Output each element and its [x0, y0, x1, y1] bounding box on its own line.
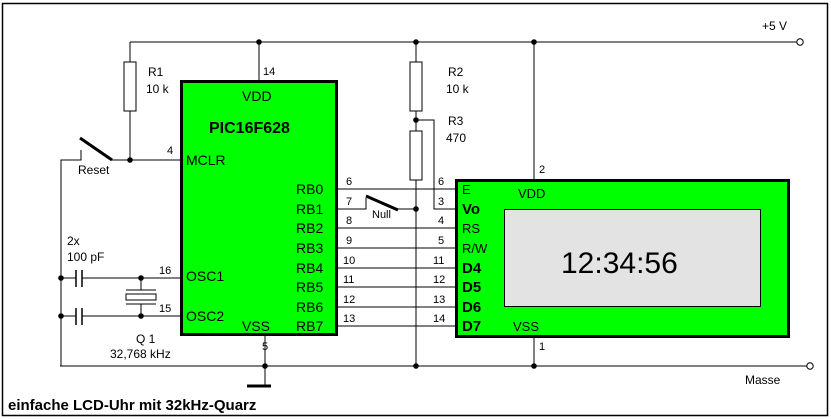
- mcu-vss-pin-number: 5: [262, 341, 268, 353]
- lcd-pin-label-d5: D5: [462, 279, 481, 296]
- lcd-pin-number: 6: [438, 176, 444, 188]
- mcu-pin-number: 7: [346, 196, 352, 208]
- diagram-title: einfache LCD-Uhr mit 32kHz-Quarz: [8, 397, 256, 414]
- r3-value: 470: [446, 131, 466, 145]
- lcd-pin-label-e: E: [462, 182, 471, 197]
- mclr-label: MCLR: [186, 152, 226, 168]
- lcd-pin-number: 5: [438, 235, 444, 247]
- mcu-pin-label-rb6: RB6: [296, 299, 323, 315]
- lcd-pin-number: 14: [433, 313, 445, 325]
- r1-name: R1: [148, 65, 164, 79]
- q1-value: 32,768 kHz: [110, 347, 171, 361]
- mcu-chip: [180, 80, 338, 336]
- null-switch[interactable]: [365, 194, 399, 212]
- osc1-label: OSC1: [186, 268, 224, 284]
- junction: [413, 363, 419, 369]
- lcd-pin-number: 11: [433, 255, 444, 267]
- lcd-pin-label-d7: D7: [462, 318, 481, 335]
- reset-label: Reset: [78, 163, 110, 177]
- gnd-label: Masse: [745, 373, 781, 387]
- mcu-pin-label-rb3: RB3: [296, 240, 323, 256]
- r2-name: R2: [448, 65, 464, 79]
- junction: [413, 206, 419, 212]
- lcd-pin-label-vo: Vo: [462, 201, 480, 218]
- lcd-pin-number: 4: [438, 215, 444, 227]
- lcd-pin-label-d4: D4: [462, 260, 482, 277]
- mcu-name: PIC16F628: [209, 120, 290, 137]
- junction: [58, 313, 64, 319]
- junction: [262, 363, 268, 369]
- gnd-terminal[interactable]: [806, 362, 814, 370]
- osc1-pin-number: 16: [159, 265, 171, 277]
- lcd-clock-display: 12:34:56: [561, 247, 678, 280]
- vcc-terminal[interactable]: [796, 38, 804, 46]
- q1-name: Q 1: [136, 332, 156, 346]
- mcu-pin-number: 13: [343, 313, 355, 325]
- mcu-pin-number: 9: [346, 235, 352, 247]
- reset-switch[interactable]: [79, 136, 113, 162]
- r1-value: 10 k: [146, 82, 170, 96]
- lcd-vdd-pin-number: 2: [539, 164, 545, 176]
- r2-value: 10 k: [446, 82, 470, 96]
- junction: [127, 157, 133, 163]
- crystal-q1: [125, 293, 157, 301]
- r1-resistor: [123, 61, 137, 112]
- mclr-pin-number: 4: [167, 145, 173, 157]
- caps-count: 2x: [67, 234, 80, 248]
- mcu-vdd-pin-number: 14: [263, 66, 275, 78]
- lcd-screen: [504, 209, 761, 307]
- lcd-pin-label-d6: D6: [462, 299, 481, 316]
- mcu-vss-label: VSS: [242, 318, 270, 334]
- osc2-label: OSC2: [186, 308, 224, 324]
- mcu-pin-label-rb1: RB1: [296, 201, 323, 217]
- mcu-pin-label-rb4: RB4: [296, 260, 323, 276]
- mcu-pin-number: 11: [343, 274, 354, 286]
- junction: [531, 363, 537, 369]
- lcd-pin-number: 13: [433, 294, 445, 306]
- lcd-vdd-label: VDD: [518, 186, 545, 201]
- mcu-pin-number: 10: [343, 255, 355, 267]
- mcu-pin-label-rb0: RB0: [296, 181, 323, 197]
- r2-resistor: [409, 61, 423, 112]
- mcu-vdd-label: VDD: [242, 88, 272, 104]
- mcu-pin-number: 6: [346, 176, 352, 188]
- lcd-pin-number: 3: [438, 196, 444, 208]
- lcd-pin-label-r-w: R/W: [462, 241, 488, 256]
- mcu-pin-number: 8: [346, 215, 352, 227]
- lcd-vss-label: VSS: [513, 319, 539, 334]
- lcd-vss-pin-number: 1: [539, 341, 545, 353]
- r3-resistor: [409, 130, 423, 181]
- lcd-pin-number: 12: [433, 274, 445, 286]
- mcu-pin-label-rb5: RB5: [296, 279, 323, 295]
- junction: [58, 275, 64, 281]
- caps-value: 100 pF: [67, 250, 104, 264]
- lcd-pin-label-rs: RS: [462, 221, 480, 236]
- vcc-label: +5 V: [762, 19, 787, 33]
- r3-name: R3: [448, 114, 464, 128]
- null-label: Null: [372, 209, 391, 221]
- osc2-pin-number: 15: [159, 303, 171, 315]
- mcu-pin-label-rb2: RB2: [296, 220, 323, 236]
- mcu-pin-label-rb7: RB7: [296, 318, 323, 334]
- mcu-pin-number: 12: [343, 294, 355, 306]
